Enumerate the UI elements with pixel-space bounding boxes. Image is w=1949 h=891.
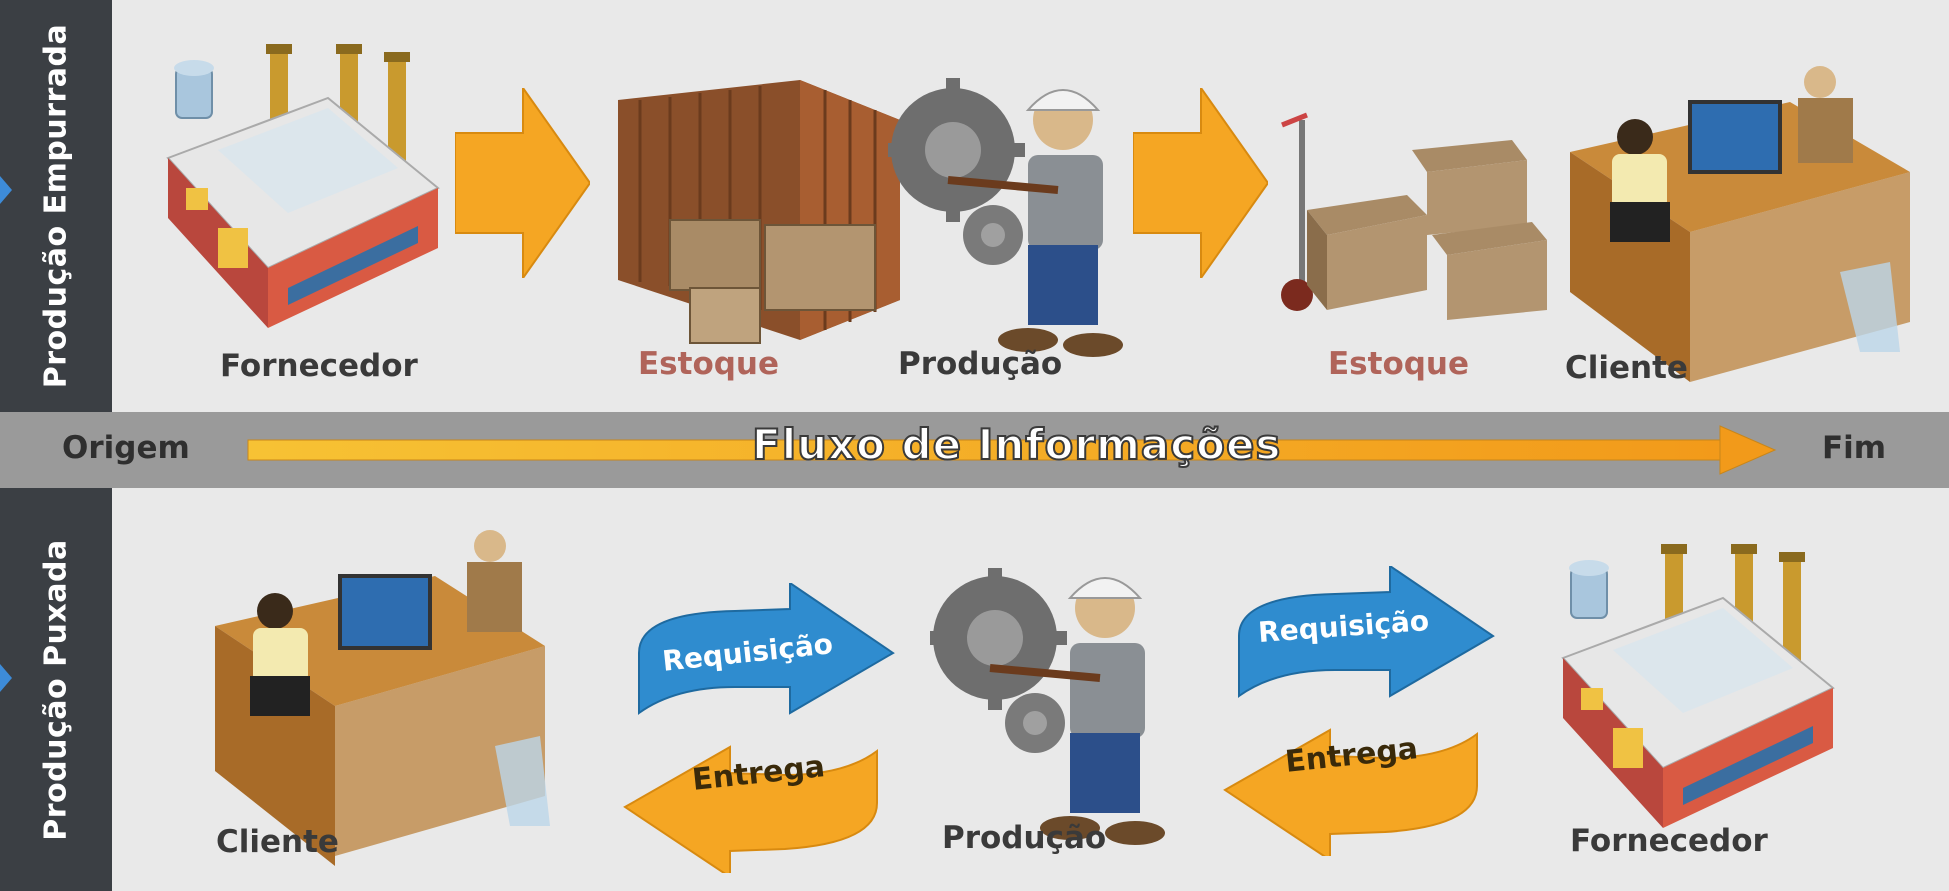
factory-icon — [166, 44, 440, 328]
label-estoque-1: Estoque — [638, 346, 780, 382]
flow-arrow-2 — [1133, 88, 1268, 278]
worker-gears-icon — [888, 78, 1123, 357]
side-label-push: Produção Empurrada — [38, 23, 74, 389]
label-estoque-2: Estoque — [1328, 346, 1470, 382]
left-marker-bottom — [0, 664, 12, 692]
label-cliente-top: Cliente — [1565, 350, 1688, 386]
label-producao-top: Produção — [898, 346, 1063, 382]
push-production-panel: Produção Empurrada — [0, 0, 1949, 412]
side-label-pull: Produção Puxada — [38, 538, 74, 841]
office-desk-icon — [215, 530, 550, 866]
information-flow-arrow — [247, 425, 1777, 475]
container-icon — [618, 80, 900, 344]
factory-icon — [1561, 544, 1835, 828]
left-marker-top — [0, 176, 12, 204]
exchange-arrows-1 — [623, 583, 895, 873]
flow-title: Fluxo de Informações — [751, 419, 1282, 470]
side-strip-push: Produção Empurrada — [0, 0, 112, 412]
worker-gears-icon — [930, 568, 1165, 845]
label-cliente-bottom: Cliente — [216, 824, 339, 860]
information-flow-band: Origem Fluxo de Informações Fim — [0, 412, 1949, 488]
origin-label: Origem — [62, 430, 190, 466]
office-desk-icon — [1570, 66, 1910, 382]
label-fornecedor-top: Fornecedor — [220, 348, 418, 384]
label-producao-bottom: Produção — [942, 820, 1107, 856]
boxes-cart-icon — [1281, 112, 1547, 320]
side-strip-pull: Produção Puxada — [0, 488, 112, 891]
pull-production-panel: Produção Puxada Requisição Entrega R — [0, 488, 1949, 891]
label-fornecedor-bottom: Fornecedor — [1570, 823, 1768, 859]
exchange-arrows-2 — [1223, 566, 1495, 856]
end-label: Fim — [1822, 430, 1887, 466]
flow-arrow-1 — [455, 88, 590, 278]
